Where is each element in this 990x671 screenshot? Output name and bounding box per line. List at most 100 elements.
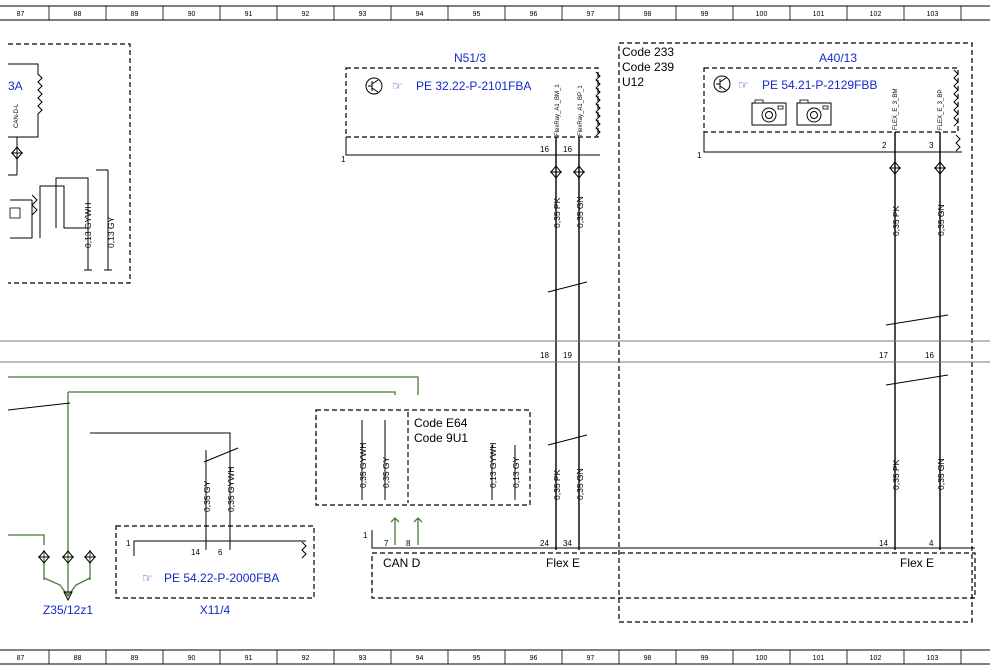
a40-13-ref: PE 54.21-P-2129FBB (762, 78, 877, 92)
wire-label: 0,13 GYWH (488, 443, 498, 488)
ruler-number: 87 (17, 655, 25, 662)
ruler-number: 100 (756, 655, 768, 662)
wire-label: 0,13 GY (511, 456, 521, 488)
left-component-name: 3A (8, 79, 23, 93)
x11-4-reference-link[interactable]: ☞ PE 54.22-P-2000FBA (142, 571, 279, 585)
pin-label: FlexRay_A1_BM_1 (555, 84, 561, 136)
wire-label: 0,35 GY (202, 480, 212, 512)
splice-band: 18 19 17 16 (0, 340, 990, 363)
ruler-number: 101 (813, 11, 825, 18)
wire-label: 0,35 GN (575, 196, 585, 228)
splice-pin: 16 (925, 351, 934, 360)
n51-3-name: N51/3 (454, 51, 486, 65)
bottom-conn-num: 1 (363, 531, 368, 540)
wire-label: 0,13 GY (106, 216, 116, 248)
splice-pin: 17 (879, 351, 888, 360)
ruler-number: 97 (587, 11, 595, 18)
ruler-number: 90 (188, 11, 196, 18)
ruler-number: 96 (530, 11, 538, 18)
a40-13-num: 1 (697, 151, 702, 160)
camera-icon (796, 99, 832, 126)
ruler-number: 94 (416, 655, 424, 662)
wire-label: 0,35 PK (891, 459, 901, 490)
left-pin-label: CAN-D-L (14, 103, 20, 128)
ruler-number: 94 (416, 11, 424, 18)
ruler-number: 89 (131, 655, 139, 662)
ruler-number: 91 (245, 655, 253, 662)
z35-name: Z35/12z1 (43, 603, 93, 617)
ruler-number: 89 (131, 11, 139, 18)
n51-3-num: 1 (341, 155, 346, 164)
ruler-number: 98 (644, 655, 652, 662)
wire-label: 0,35 PK (552, 197, 562, 228)
ruler-number: 93 (359, 11, 367, 18)
ruler-number: 101 (813, 655, 825, 662)
left-component-box: 3A CAN-D-L 0,13 GYWH 0,13 GY (8, 43, 131, 284)
pin-number: 4 (929, 539, 934, 548)
hand-pointer-icon: ☞ (392, 79, 403, 93)
pin-number: 2 (882, 141, 887, 150)
ruler-number: 88 (74, 655, 82, 662)
wire-label: 0,35 GN (575, 468, 585, 500)
ruler-number: 98 (644, 11, 652, 18)
wire-label: 0,35 PK (552, 469, 562, 500)
bus-label: Flex E (546, 556, 580, 570)
wire-label: 0,35 GY (381, 456, 391, 488)
ruler-number: 100 (756, 11, 768, 18)
ruler-number: 95 (473, 11, 481, 18)
bottom-connector: 1 7 8 24 34 14 4 CAN D Flex E Flex E (363, 530, 976, 599)
pin-number: 3 (929, 141, 934, 150)
ruler-number: 96 (530, 655, 538, 662)
ruler-number: 92 (302, 11, 310, 18)
transistor-icon (365, 77, 383, 95)
pin-number: 34 (563, 539, 572, 548)
ruler-number: 103 (927, 11, 939, 18)
splice-pin: 18 (540, 351, 549, 360)
pin-label: FLEX_E_3_BM (893, 89, 899, 130)
ruler-number: 102 (870, 11, 882, 18)
pin-number: 24 (540, 539, 549, 548)
ruler-number: 90 (188, 655, 196, 662)
ruler-number: 99 (701, 655, 709, 662)
flexray-wires-center: 0,35 PK 0,35 GN 0,35 PK 0,35 GN (547, 137, 588, 550)
code-label: Code 239 (622, 60, 674, 74)
x11-4-num: 1 (126, 539, 131, 548)
wire-label: 0,35 PK (891, 205, 901, 236)
ruler-number: 88 (74, 11, 82, 18)
bus-label: CAN D (383, 556, 421, 570)
a40-13-reference-link[interactable]: ☞ PE 54.21-P-2129FBB (738, 78, 877, 92)
x11-4-name: X11/4 (200, 603, 231, 617)
n51-3-reference-link[interactable]: ☞ PE 32.22-P-2101FBA (392, 79, 531, 93)
ruler-number: 99 (701, 11, 709, 18)
pin-label: FLEX_E_3_BP (938, 90, 944, 130)
pin-number: 16 (540, 145, 549, 154)
bus-label: Flex E (900, 556, 934, 570)
splice-pin: 19 (563, 351, 572, 360)
pin-number: 14 (191, 548, 200, 557)
code-label: Code 233 (622, 45, 674, 59)
ruler-number: 87 (17, 11, 25, 18)
code-e64-box: Code E64 Code 9U1 0,35 GYWH 0,35 GY 0,13… (315, 409, 531, 506)
component-a40-13: Code 233 Code 239 U12 A40/13 1 ☞ PE 54.2… (618, 42, 973, 623)
pin-number: 7 (384, 539, 389, 548)
ruler-number: 102 (870, 655, 882, 662)
hand-pointer-icon: ☞ (738, 78, 749, 92)
pin-number: 14 (879, 539, 888, 548)
code-label: Code E64 (414, 416, 468, 430)
can-wires: Z35/12z1 0,35 GY 0,35 GYWH (7, 376, 423, 617)
ruler-number: 95 (473, 655, 481, 662)
pin-number: 8 (406, 539, 411, 548)
component-x11-4: 1 14 6 ☞ PE 54.22-P-2000FBA X11/4 (115, 525, 315, 617)
n51-3-ref: PE 32.22-P-2101FBA (416, 79, 531, 93)
camera-icon (751, 99, 787, 126)
component-n51-3: N51/3 1 ☞ PE 32.22-P-2101FBA FlexRay_A1_… (341, 51, 601, 164)
pin-label: FlexRay_A1_BP_1 (578, 85, 584, 136)
wire-label: 0,35 GN (936, 204, 946, 236)
code-label: U12 (622, 75, 644, 89)
wire-label: 0,35 GYWH (358, 443, 368, 488)
x11-4-ref: PE 54.22-P-2000FBA (164, 571, 279, 585)
wire-label: 0,35 GN (936, 458, 946, 490)
